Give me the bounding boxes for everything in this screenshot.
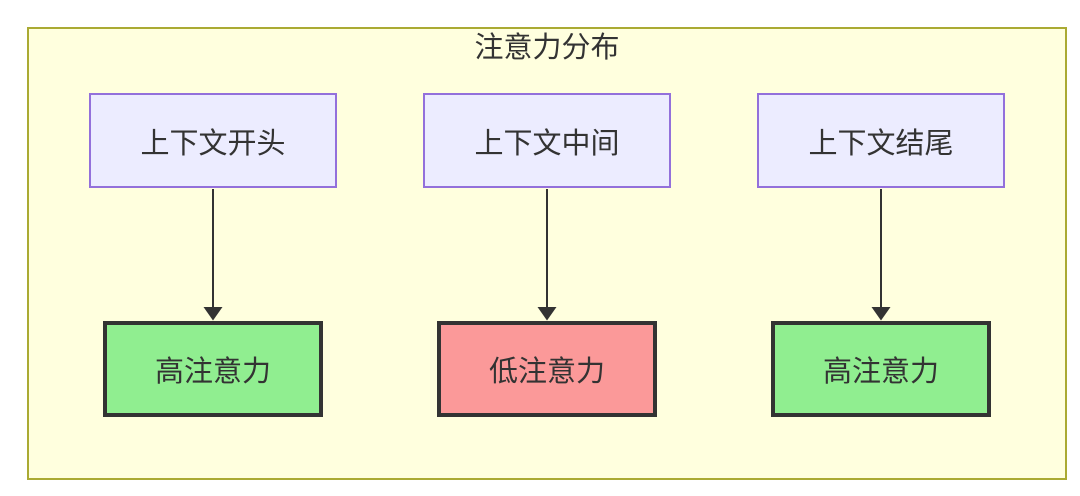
context-node-start-label: 上下文开头 bbox=[140, 127, 286, 160]
result-node-end-label: 高注意力 bbox=[822, 356, 939, 388]
context-node-middle: 上下文中间 bbox=[423, 93, 671, 188]
result-node-start: 高注意力 bbox=[103, 321, 323, 417]
diagram-title: 注意力分布 bbox=[474, 32, 620, 64]
result-node-middle: 低注意力 bbox=[437, 321, 657, 417]
result-node-start-label: 高注意力 bbox=[154, 356, 271, 388]
context-node-end: 上下文结尾 bbox=[757, 93, 1005, 188]
context-node-middle-label: 上下文中间 bbox=[474, 127, 620, 160]
context-node-start: 上下文开头 bbox=[89, 93, 337, 188]
result-node-end: 高注意力 bbox=[771, 321, 991, 417]
result-node-middle-label: 低注意力 bbox=[488, 356, 605, 388]
context-node-end-label: 上下文结尾 bbox=[808, 127, 954, 160]
attention-distribution-container: 注意力分布 上下文开头 上下文中间 上下文结尾 高注意力 低注意力 高注意力 bbox=[27, 27, 1067, 480]
